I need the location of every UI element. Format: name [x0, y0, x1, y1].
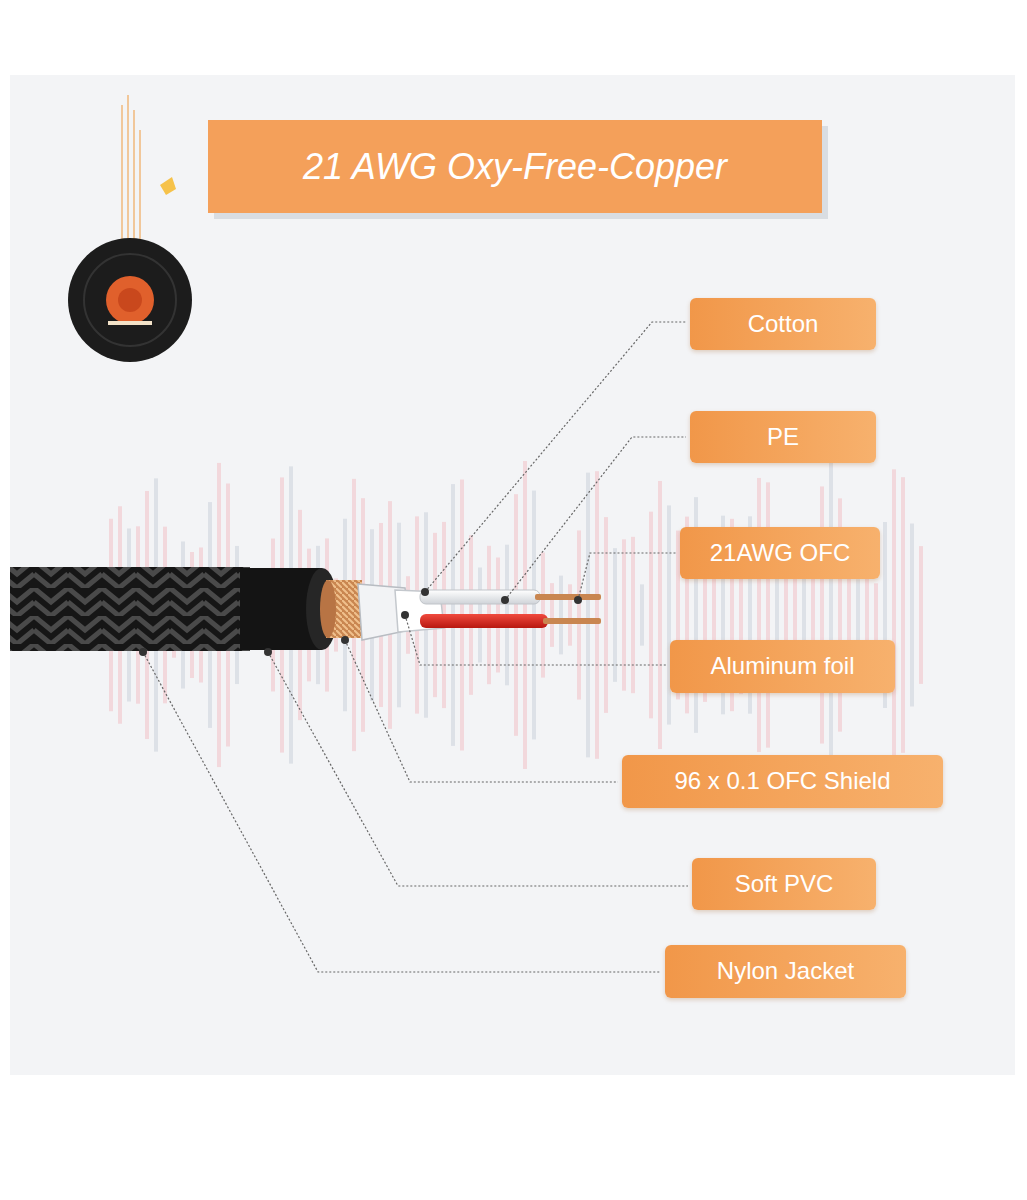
wave-bar	[910, 524, 914, 707]
wave-bar	[568, 584, 572, 645]
label-text: Aluminum foil	[710, 652, 854, 681]
label-box: Aluminum foil	[670, 640, 895, 693]
label-text: Nylon Jacket	[717, 957, 854, 986]
wave-bar	[577, 530, 581, 699]
wave-bar	[622, 539, 626, 690]
leader-dots	[139, 588, 582, 656]
title-banner: 21 AWG Oxy-Free-Copper	[208, 120, 822, 213]
wave-bar	[892, 469, 896, 760]
wave-bar	[595, 471, 599, 759]
wave-bar	[874, 583, 878, 646]
wave-bar	[586, 473, 590, 758]
label-box: PE	[690, 411, 876, 463]
label-box: Soft PVC	[692, 858, 876, 910]
label-text: Cotton	[748, 310, 819, 339]
label-box: 96 x 0.1 OFC Shield	[622, 755, 943, 808]
record-icon	[68, 95, 192, 362]
leader-lines	[143, 322, 688, 972]
wave-bar	[757, 478, 761, 752]
wave-bar	[667, 505, 671, 724]
wave-bar	[640, 584, 644, 645]
title-text: 21 AWG Oxy-Free-Copper	[303, 146, 727, 188]
wave-bar	[649, 512, 653, 719]
label-text: 21AWG OFC	[710, 539, 850, 568]
wave-bar	[919, 546, 923, 684]
wave-bar	[631, 537, 635, 693]
label-text: Soft PVC	[735, 870, 834, 899]
label-text: PE	[767, 423, 799, 452]
label-text: 96 x 0.1 OFC Shield	[674, 767, 890, 796]
wave-bar	[901, 477, 905, 753]
label-box: 21AWG OFC	[680, 527, 880, 579]
label-box: Cotton	[690, 298, 876, 350]
wave-bar	[550, 583, 554, 647]
wave-bar	[604, 517, 608, 713]
wave-bar	[658, 481, 662, 749]
wave-bar	[613, 548, 617, 682]
cable	[10, 567, 601, 651]
panel-ground	[10, 75, 1015, 1075]
wave-bar	[766, 482, 770, 747]
wave-bar	[820, 486, 824, 743]
wave-bar	[829, 461, 833, 769]
label-box: Nylon Jacket	[665, 945, 906, 998]
wave-bar	[559, 576, 563, 655]
